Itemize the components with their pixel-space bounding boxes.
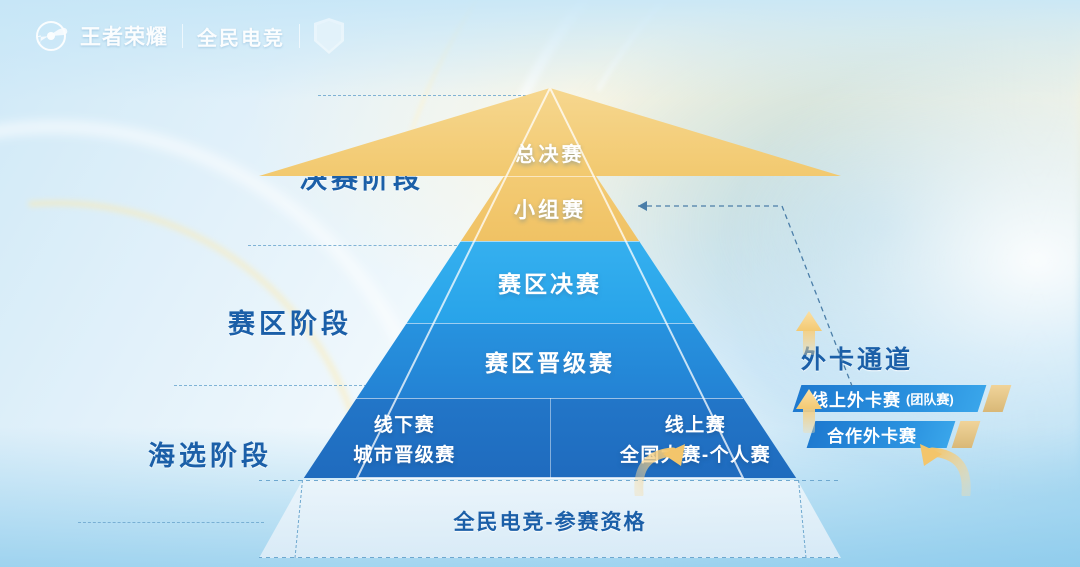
stage-label-open: 海选阶段 (148, 441, 272, 471)
logo-divider-2 (299, 24, 300, 48)
wildcard-accent-online (982, 385, 1012, 412)
promotion-arrow-up-2 (796, 389, 822, 433)
tier-label-grand-final: 总决赛 (515, 143, 585, 166)
pyramid-tier-grand-final[interactable]: 总决赛 (259, 88, 841, 176)
guide-line-3 (174, 385, 402, 386)
wildcard-note-online: (团队赛) (906, 392, 954, 407)
tier-separator-1 (503, 176, 595, 177)
logo-divider-1 (182, 24, 183, 48)
stage-label-regional: 赛区阶段 (228, 309, 352, 339)
logo-primary-text: 王者荣耀 (80, 26, 168, 49)
wildcard-panel: 外卡通道 线上外卡赛 (团队赛) 合作外卡赛 (792, 340, 1047, 448)
wildcard-label-online: 线上外卡赛 (811, 391, 901, 410)
background-top-fade (0, 0, 1080, 100)
open-qualifier-offline[interactable]: 线下赛 城市晋级赛 (304, 398, 550, 478)
tier-label-regional-qualifier: 赛区晋级赛 (485, 349, 615, 376)
base-dashed-horizontals (259, 480, 841, 558)
tier-separator-4 (356, 398, 743, 399)
tournament-pyramid: 总决赛 小组赛 赛区决赛 赛区晋级赛 线下赛 城市晋级赛 线上赛 全国大赛-个人… (259, 88, 971, 558)
wildcard-entry-online[interactable]: 线上外卡赛 (团队赛) (792, 385, 1047, 412)
tier-label-group-stage: 小组赛 (514, 198, 586, 222)
tier-separator-3 (406, 323, 694, 324)
wildcard-title: 外卡通道 (801, 346, 914, 374)
wildcard-connector-path (638, 201, 853, 387)
offline-line-2: 城市晋级赛 (353, 444, 456, 466)
logo-secondary-text: 全民电竞 (197, 27, 285, 50)
promotion-arrow-curved-left (634, 444, 685, 496)
honor-of-kings-icon (36, 21, 66, 51)
promotion-arrow-up-1 (796, 311, 822, 355)
tier-separator-2 (460, 241, 639, 242)
tier-label-regional-final: 赛区决赛 (498, 271, 602, 297)
promotion-arrow-curved-right (920, 444, 971, 496)
offline-line-1: 线下赛 (373, 414, 436, 436)
wildcard-label-partner: 合作外卡赛 (827, 427, 917, 446)
guide-line-4 (78, 522, 264, 523)
crest-icon (314, 18, 344, 54)
logo-bar: 王者荣耀 全民电竞 (36, 18, 344, 54)
open-qualifier-divider (550, 398, 551, 478)
wildcard-entry-partner[interactable]: 合作外卡赛 (797, 421, 1047, 448)
